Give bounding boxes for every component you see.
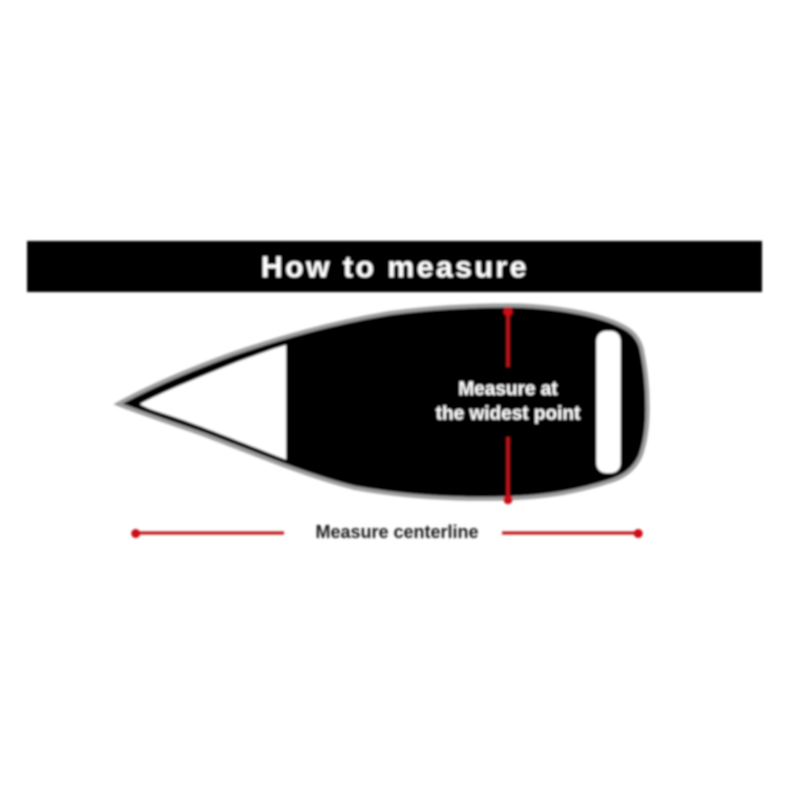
svg-text:How to measure: How to measure [261,251,529,284]
svg-text:Measure at: Measure at [458,379,558,400]
svg-text:the widest point: the widest point [436,404,581,425]
svg-text:Measure centerline: Measure centerline [315,522,478,542]
